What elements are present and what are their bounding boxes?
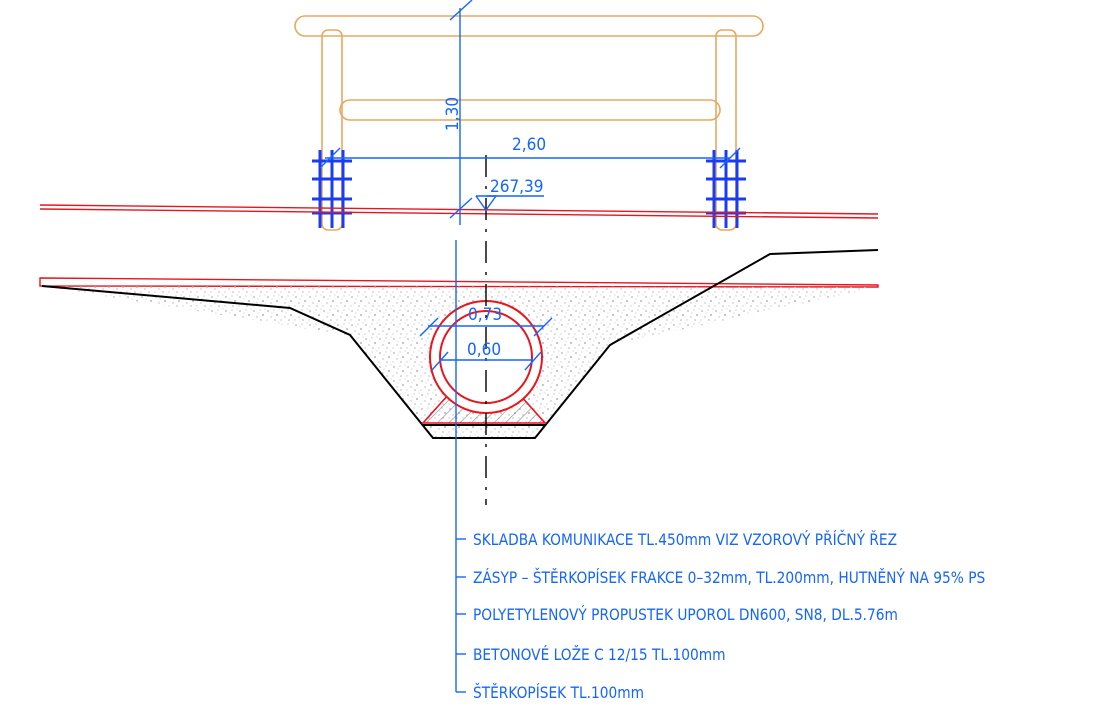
note-road-composition: SKLADBA KOMUNIKACE TL.450mm VIZ VZOROVÝ … — [473, 530, 897, 549]
dim-inner-diameter-label: 0,60 — [467, 340, 501, 360]
railing-post-right — [715, 29, 737, 231]
note-gravel-sand: ŠTĚRKOPÍSEK TL.100mm — [473, 683, 644, 702]
note-concrete-bedding: BETONOVÉ LOŽE C 12/15 TL.100mm — [473, 645, 726, 664]
elevation-label: 267,39 — [490, 177, 544, 197]
dim-height-label: 1,30 — [443, 97, 463, 131]
note-backfill: ZÁSYP – ŠTĚRKOPÍSEK FRAKCE 0–32mm, TL.20… — [473, 568, 985, 587]
dim-width-label: 2,60 — [512, 135, 546, 155]
dim-outer-diameter-label: 0,73 — [468, 305, 502, 325]
anchor-left — [312, 150, 352, 228]
ground-line — [41, 249, 879, 439]
railing-post-left — [321, 29, 343, 231]
road-surface — [39, 277, 879, 288]
dimensions — [319, 0, 741, 693]
notes: SKLADBA KOMUNIKACE TL.450mm VIZ VZOROVÝ … — [473, 530, 985, 702]
bridge-deck — [39, 204, 879, 219]
railing-top-rail — [294, 15, 764, 37]
railing-mid-rail — [339, 99, 721, 121]
railing — [294, 15, 764, 231]
note-pipe: POLYETYLENOVÝ PROPUSTEK UPOROL DN600, SN… — [473, 605, 898, 624]
